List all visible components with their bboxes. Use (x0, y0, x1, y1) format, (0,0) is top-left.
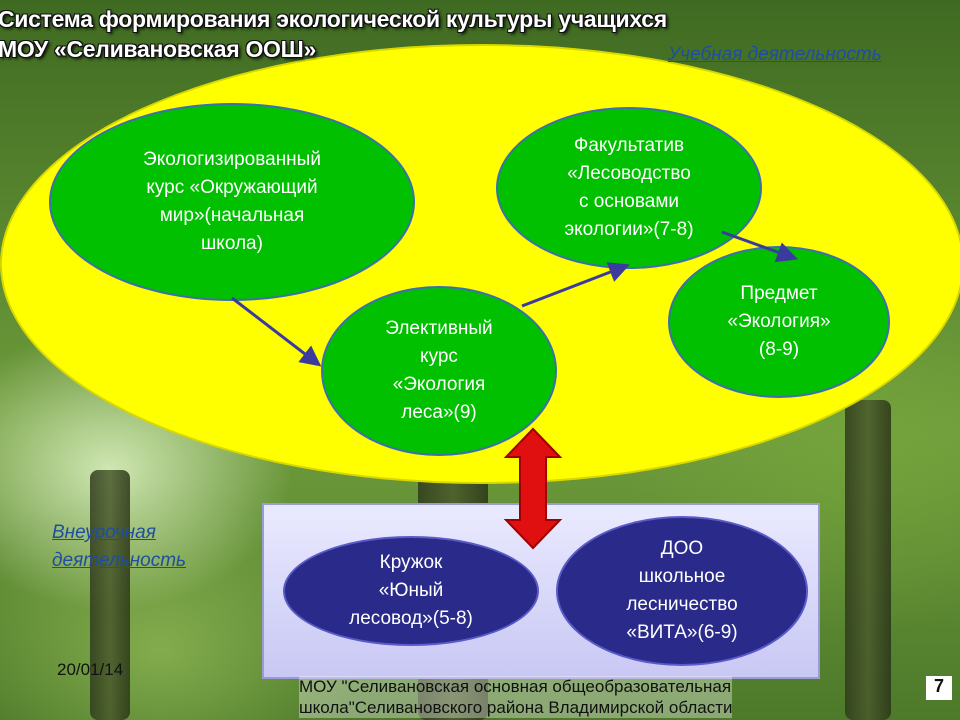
study-activity-label: Учебная деятельность (668, 44, 882, 65)
slide-date: 20/01/14 (57, 660, 124, 679)
arrow-elective-to-optional (521, 262, 630, 308)
node-club: Кружок «Юный лесовод»(5-8) (283, 536, 539, 646)
footer-school-name: МОУ "Селивановская основная общеобразова… (299, 676, 733, 718)
node-optional: Факультатив «Лесоводство с основами экол… (496, 107, 762, 269)
tree-trunk-right (845, 400, 891, 720)
page-number: 7 (926, 676, 952, 700)
node-doo: ДОО школьное лесничество «ВИТА»(6-9) (556, 516, 808, 666)
node-elective: Элективный курс «Экология леса»(9) (321, 286, 557, 456)
node-eco-course: Экологизированный курс «Окружающий мир»(… (49, 103, 415, 301)
slide-title: Система формирования экологической культ… (0, 6, 667, 62)
arrow-optional-to-subject (721, 230, 798, 263)
extracurricular-label: Внеурочная деятельность (52, 522, 187, 571)
double-arrow-red (503, 427, 563, 550)
arrow-eco-to-elective (231, 296, 322, 367)
tree-trunk-left (90, 470, 130, 720)
